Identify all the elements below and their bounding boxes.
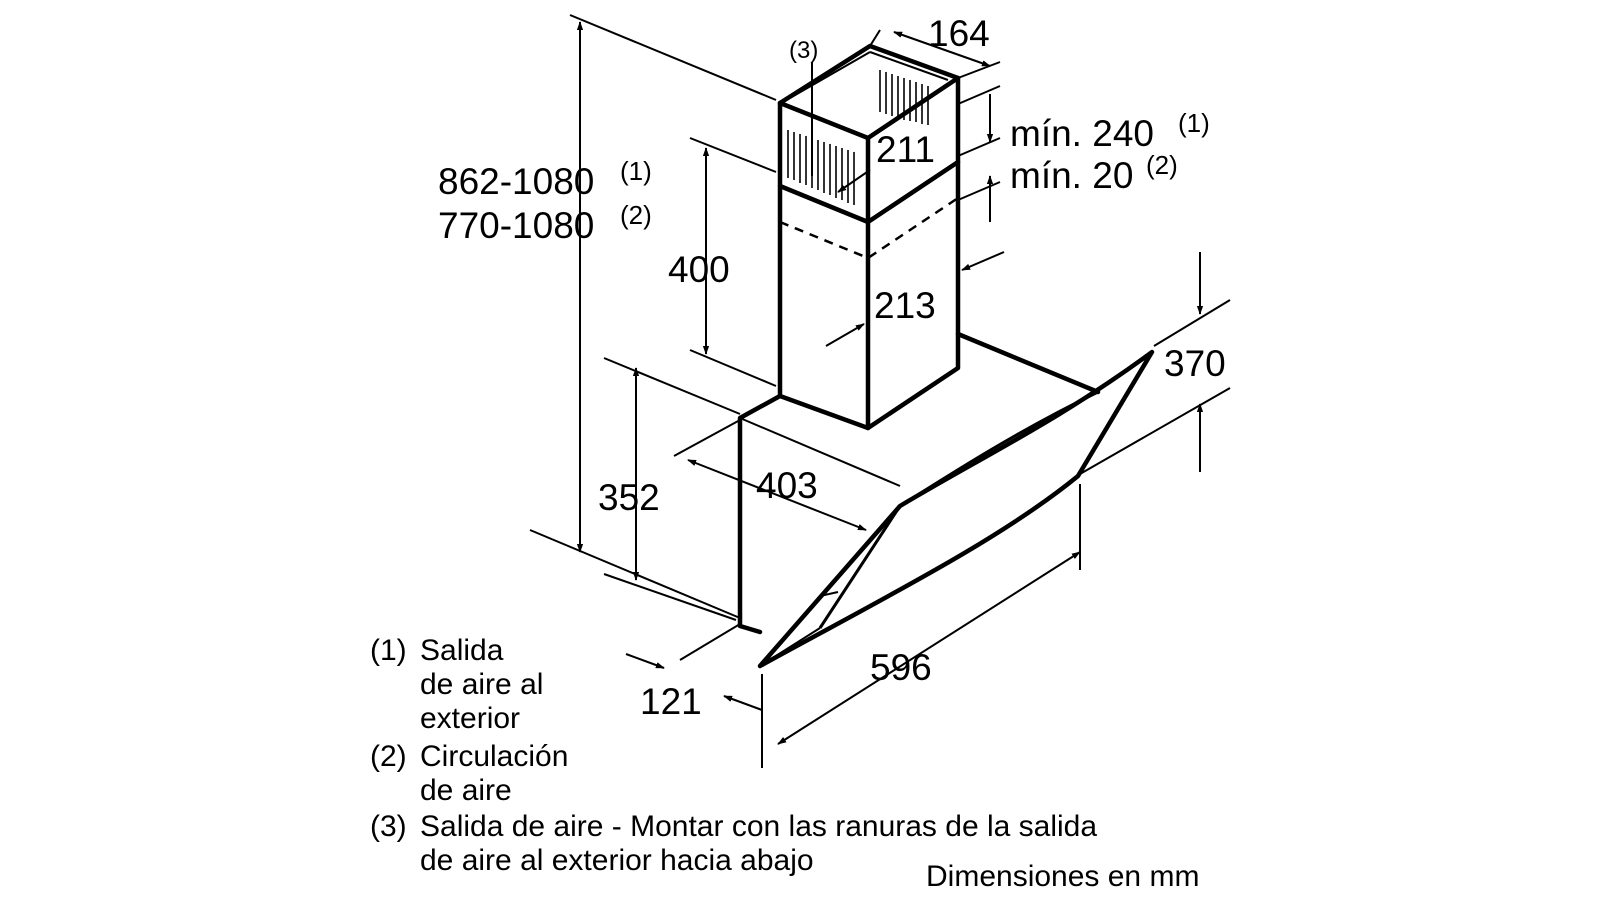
dimension-labels: 862-1080 (1) 770-1080 (2) (3) 164 211 mí… (438, 13, 1226, 722)
label-height-range-2: 770-1080 (438, 205, 594, 246)
label-height-range-2-ref: (2) (620, 200, 652, 230)
legend-item2-line1: Circulación (420, 740, 568, 773)
label-chimney-top-width: 164 (928, 13, 990, 54)
legend-item1-line2: de aire al (420, 668, 543, 701)
legend-item1-line1: Salida (420, 634, 504, 667)
legend-item2-number: (2) (370, 740, 407, 773)
label-chimney-lower-height: 400 (668, 249, 730, 290)
label-height-range-1: 862-1080 (438, 161, 594, 202)
legend-item2-line2: de aire (420, 774, 512, 807)
legend-item1-line3: exterior (420, 702, 520, 735)
label-body-depth: 403 (756, 465, 818, 506)
legend-item3-number: (3) (370, 810, 407, 843)
label-body-height: 352 (598, 477, 660, 518)
overlap-line (779, 196, 959, 260)
label-chimney-lower-depth: 213 (874, 285, 936, 326)
grille-slots (787, 51, 949, 205)
label-chimney-top-depth: 211 (876, 129, 935, 170)
legend-item3-line2: de aire al exterior hacia abajo (420, 844, 814, 877)
legend-item3-line1: Salida de aire - Montar con las ranuras … (420, 810, 1097, 843)
legend-item1-number: (1) (370, 634, 407, 667)
label-width: 596 (870, 647, 932, 688)
hood-body-edge (739, 417, 901, 487)
label-min-gap-1: mín. 240 (1010, 113, 1154, 154)
label-outlet-ref: (3) (789, 37, 818, 64)
dimension-lines (529, 14, 1231, 768)
label-min-gap-2-ref: (2) (1146, 150, 1178, 180)
units-note: Dimensiones en mm (926, 860, 1199, 893)
label-min-gap-1-ref: (1) (1178, 108, 1210, 138)
label-height-range-1-ref: (1) (620, 156, 652, 186)
label-hood-depth: 370 (1164, 343, 1226, 384)
label-min-gap-2: mín. 20 (1010, 155, 1133, 196)
legend: (1) Salida de aire al exterior (2) Circu… (370, 634, 1199, 893)
glass-panel (757, 349, 1155, 669)
label-front-offset: 121 (640, 681, 702, 722)
hood-body-top-right (955, 331, 1101, 395)
upper-chimney-front-left (777, 100, 871, 225)
